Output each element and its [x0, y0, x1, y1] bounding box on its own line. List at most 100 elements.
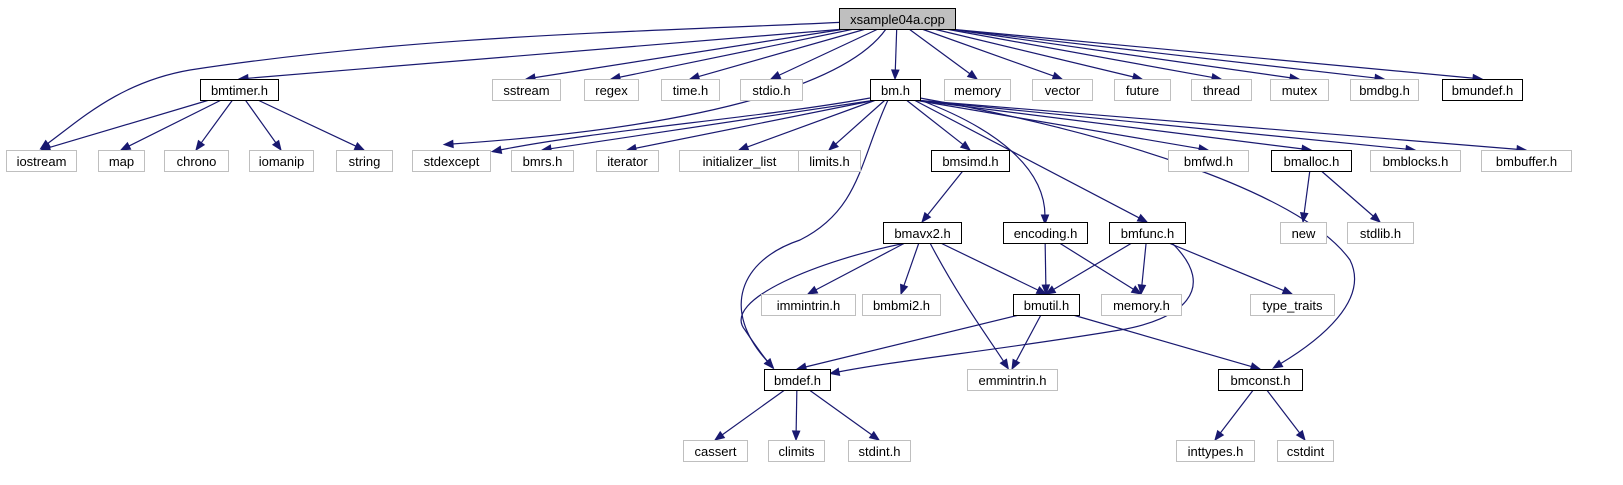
edge-arrowhead	[271, 139, 282, 152]
node-bmconst[interactable]: bmconst.h	[1218, 369, 1303, 391]
node-box	[1481, 150, 1572, 172]
edge-bmtimer-to-map	[127, 99, 222, 147]
node-label: iostream	[17, 154, 67, 169]
edge-bm-to-iterator	[634, 99, 877, 150]
node-bm[interactable]: bm.h	[870, 79, 921, 101]
node-label: bmtimer.h	[211, 83, 268, 98]
node-box	[6, 150, 77, 172]
node-label: bmconst.h	[1231, 373, 1291, 388]
node-box	[1191, 79, 1252, 101]
node-chrono: chrono	[164, 150, 229, 172]
edge-root-to-bm	[894, 28, 898, 72]
edge-arrowhead	[1044, 285, 1057, 295]
edge-arrowhead	[1040, 214, 1050, 226]
node-stdlib: stdlib.h	[1347, 222, 1414, 244]
node-label: map	[109, 154, 134, 169]
node-initlist: initializer_list	[679, 150, 800, 172]
node-root[interactable]: xsample04a.cpp	[839, 8, 956, 30]
edge-root-to-stdio	[777, 28, 879, 77]
node-bmalloc[interactable]: bmalloc.h	[1271, 150, 1352, 172]
edge-arrowhead	[769, 71, 782, 80]
node-climits: climits	[768, 440, 825, 462]
node-label: encoding.h	[1014, 226, 1078, 241]
node-box	[584, 79, 639, 101]
edge-bmalloc-to-stdlib	[1320, 170, 1375, 218]
edge-arrowhead	[119, 141, 132, 151]
node-bmutil[interactable]: bmutil.h	[1013, 294, 1080, 316]
edge-bmtimer-to-iostream	[48, 99, 210, 149]
edge-arrowhead	[688, 72, 701, 81]
node-label: cassert	[695, 444, 737, 459]
node-box	[883, 222, 962, 244]
node-box	[1277, 440, 1334, 462]
node-box	[1442, 79, 1523, 101]
node-bmfunc[interactable]: bmfunc.h	[1109, 222, 1186, 244]
node-iostream: iostream	[6, 150, 77, 172]
node-label: inttypes.h	[1188, 444, 1244, 459]
edge-arrowhead	[1369, 212, 1382, 223]
node-bmrs: bmrs.h	[511, 150, 574, 172]
edge-arrowhead	[1271, 359, 1284, 369]
node-box	[761, 294, 856, 316]
node-label: sstream	[503, 83, 549, 98]
node-box	[1168, 150, 1249, 172]
edge-arrowhead	[353, 142, 366, 151]
node-label: iterator	[607, 154, 648, 169]
node-cstdint: cstdint	[1277, 440, 1334, 462]
node-memory: memory	[944, 79, 1011, 101]
node-bmdef[interactable]: bmdef.h	[764, 369, 831, 391]
node-stdexcept: stdexcept	[412, 150, 491, 172]
edge-root-to-regex	[618, 28, 855, 78]
node-box	[336, 150, 393, 172]
node-box	[967, 369, 1058, 391]
edge-bmtimer-to-iomanip	[244, 99, 277, 144]
edge-bmfunc-to-typetraits	[1168, 242, 1285, 292]
edge-root-to-mutex	[948, 28, 1292, 79]
node-bmsimd[interactable]: bmsimd.h	[931, 150, 1010, 172]
node-box	[1370, 150, 1461, 172]
node-immintrin: immintrin.h	[761, 294, 856, 316]
edge-bm-to-bmalloc	[913, 99, 1304, 150]
node-label: bmundef.h	[1452, 83, 1513, 98]
node-bmavx2[interactable]: bmavx2.h	[883, 222, 962, 244]
node-label: memory.h	[1113, 298, 1170, 313]
edge-bm-to-bmfwd	[913, 99, 1201, 150]
edge-arrowhead	[921, 211, 932, 224]
edge-bmtimer-to-chrono	[200, 99, 234, 144]
node-box	[1003, 222, 1088, 244]
node-label: bmdbg.h	[1359, 83, 1410, 98]
edge-arrowhead	[828, 367, 841, 376]
node-bmtimer[interactable]: bmtimer.h	[200, 79, 279, 101]
edge-arrowhead	[1130, 285, 1143, 295]
node-label: bmalloc.h	[1284, 154, 1340, 169]
node-map: map	[98, 150, 145, 172]
node-bmfwd: bmfwd.h	[1168, 150, 1249, 172]
edge-root-to-iostream	[46, 21, 849, 145]
edge-encoding-to-bmutil	[1044, 242, 1047, 287]
node-bmundef[interactable]: bmundef.h	[1442, 79, 1523, 101]
node-label: stdlib.h	[1360, 226, 1401, 241]
edge-bmavx2-to-bmdef	[740, 242, 907, 363]
node-label: stdio.h	[752, 83, 790, 98]
edge-bmavx2-to-emmintrin	[929, 242, 1005, 363]
edge-bmtimer-to-string	[257, 99, 358, 148]
edge-bmsimd-to-bmavx2	[926, 170, 964, 217]
node-label: climits	[778, 444, 815, 459]
edge-bm-to-bmblocks	[913, 99, 1408, 150]
node-string: string	[336, 150, 393, 172]
edge-bmalloc-to-new	[1303, 170, 1311, 215]
node-label: string	[349, 154, 381, 169]
node-box	[870, 79, 921, 101]
node-box	[596, 150, 659, 172]
node-label: mutex	[1282, 83, 1318, 98]
edge-bmfunc-to-memoryh	[1141, 242, 1147, 287]
node-label: bm.h	[881, 83, 910, 98]
node-box	[1013, 294, 1080, 316]
node-box	[862, 294, 941, 316]
edge-bm-to-bmrs	[549, 99, 877, 150]
node-label: chrono	[177, 154, 217, 169]
node-bmbuffer: bmbuffer.h	[1481, 150, 1572, 172]
node-encoding[interactable]: encoding.h	[1003, 222, 1088, 244]
node-box	[661, 79, 720, 101]
node-sstream: sstream	[492, 79, 561, 101]
